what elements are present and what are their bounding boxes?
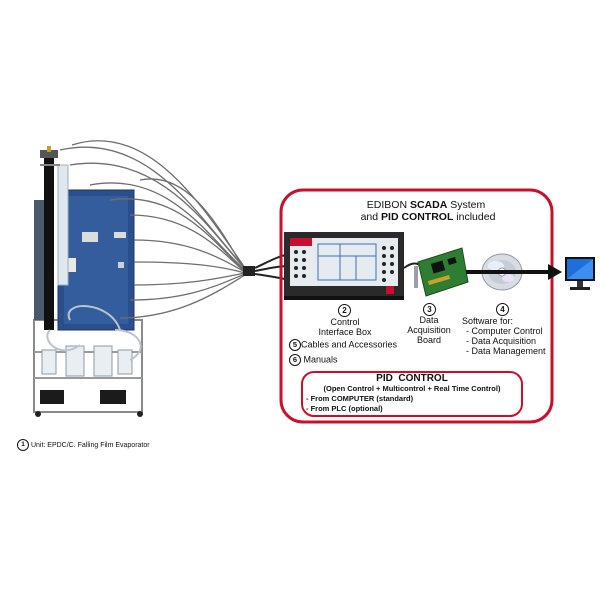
evaporator-unit — [33, 146, 143, 417]
number-badge: 3 — [423, 303, 436, 317]
scada-title-bold: SCADA — [409, 199, 448, 211]
cable-connector — [243, 266, 255, 276]
data-acquisition-board-image — [414, 247, 469, 297]
daq-board-label-2: Acquisition — [407, 325, 451, 335]
scada-title-prefix: EDIBON — [366, 199, 410, 211]
number-badge: 5 — [289, 339, 301, 351]
scada-subtitle-prefix: and — [360, 211, 382, 223]
computer-monitor-image — [565, 257, 595, 290]
daq-board-label-3: Board — [416, 335, 442, 345]
unit-caption: 1 Unit: EPDC/C. Falling Film Evaporator — [17, 439, 150, 451]
sensor-cables — [59, 140, 246, 319]
number-badge: 6 — [289, 354, 301, 366]
control-interface-box-image — [284, 232, 404, 300]
unit-caption-label: Unit: EPDC/C. Falling Film Evaporator — [30, 441, 150, 449]
pid-control-box — [301, 371, 523, 417]
pid-control-subtitle: (Open Control + Multicontrol + Real Time… — [323, 384, 501, 393]
scada-subtitle-suffix: included — [453, 211, 496, 223]
number-badge: 4 — [496, 303, 509, 317]
cables-accessories-label: Cables and Accessories — [301, 339, 398, 350]
pid-from-plc: - From PLC (optional) — [306, 404, 383, 413]
daq-board-label-1: Data — [419, 315, 439, 325]
control-box-label-2: Interface Box — [318, 327, 372, 337]
flow-arrow — [466, 264, 562, 280]
software-item-data-management: - Data Management — [466, 346, 546, 356]
software-label: Software for: — [462, 316, 514, 326]
scada-frame — [279, 188, 554, 424]
pid-from-computer: - From COMPUTER (standard) — [306, 394, 414, 403]
scada-subtitle-bold: PID CONTROL — [381, 211, 454, 223]
pid-control-title: PID CONTROL — [376, 373, 448, 384]
scada-title-suffix: System — [447, 199, 486, 211]
component-number-4: 4 — [496, 302, 509, 318]
number-badge: 2 — [338, 304, 351, 318]
component-number-2: 2 — [338, 303, 351, 319]
software-item-data-acquisition: - Data Acquisition — [466, 336, 537, 346]
manuals-item: 6 Manuals — [289, 354, 338, 366]
control-box-label-1: Control — [330, 317, 360, 327]
component-number-3: 3 — [423, 302, 436, 318]
manuals-label: Manuals — [303, 354, 338, 365]
scada-title-line2: and PID CONTROL included — [340, 212, 516, 223]
number-badge: 1 — [17, 439, 29, 451]
software-item-computer-control: - Computer Control — [466, 326, 543, 336]
